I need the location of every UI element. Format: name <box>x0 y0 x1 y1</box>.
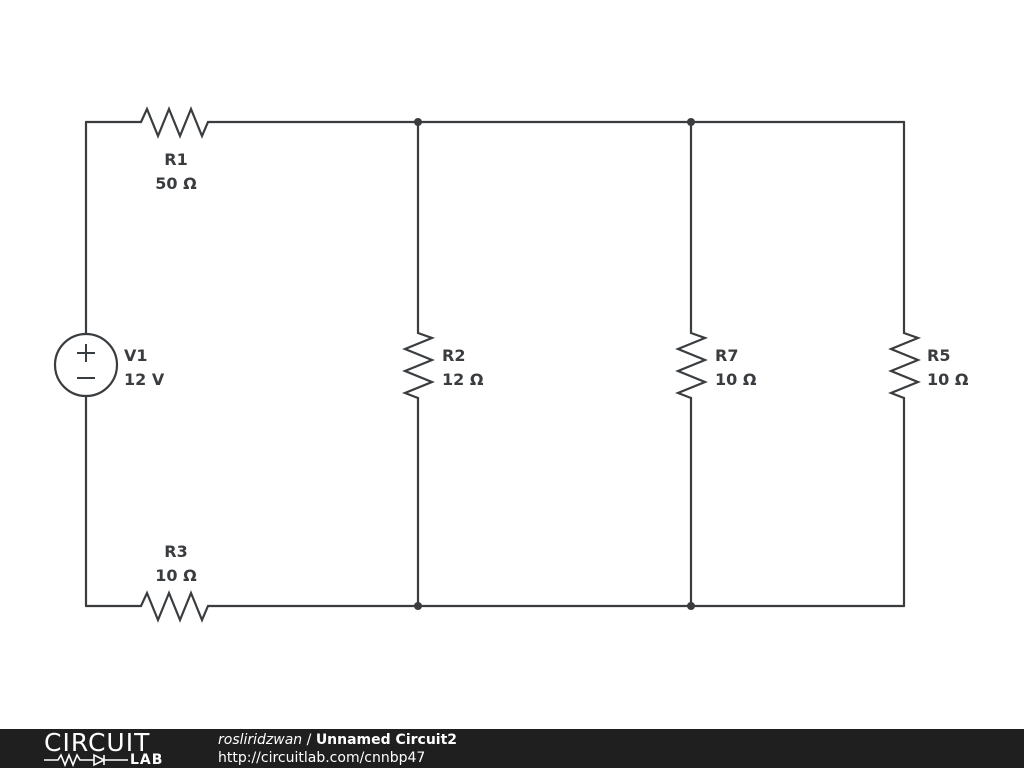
logo-text-circuit: CIRCUIT <box>44 728 151 757</box>
circuit-schematic: R1 50 Ω R3 10 Ω V1 12 V R2 12 Ω R7 10 Ω … <box>53 106 969 623</box>
junction-dot <box>414 118 422 126</box>
author-link[interactable]: rosliridzwan <box>218 732 303 748</box>
junction-dot <box>687 118 695 126</box>
resistor-r7[interactable] <box>675 328 709 400</box>
r1-name-label: R1 <box>164 150 187 169</box>
r5-value-label: 10 Ω <box>927 370 969 389</box>
resistor-r5[interactable] <box>888 328 922 400</box>
junction-dot <box>687 602 695 610</box>
r3-value-label: 10 Ω <box>155 566 197 585</box>
r1-value-label: 50 Ω <box>155 174 197 193</box>
circuitlab-logo[interactable]: CIRCUIT LAB <box>44 728 174 768</box>
circuit-byline: rosliridzwan / Unnamed Circuit2 <box>218 731 457 749</box>
resistor-r2[interactable] <box>402 328 436 400</box>
circuit-title[interactable]: Unnamed Circuit2 <box>315 732 458 748</box>
r2-value-label: 12 Ω <box>442 370 484 389</box>
byline-separator: / <box>302 732 316 748</box>
wires <box>84 120 906 608</box>
r7-value-label: 10 Ω <box>715 370 757 389</box>
plus-sign-icon <box>77 344 95 362</box>
v1-value-label: 12 V <box>124 370 165 389</box>
junction-dot <box>414 602 422 610</box>
resistor-r3[interactable] <box>139 590 214 623</box>
r7-name-label: R7 <box>715 346 738 365</box>
circuit-url[interactable]: http://circuitlab.com/cnnbp47 <box>218 750 426 766</box>
voltage-source-circle <box>53 332 119 398</box>
footer-bar: CIRCUIT LAB rosliridzwan / Unnamed Circu… <box>0 729 1024 768</box>
r5-name-label: R5 <box>927 346 950 365</box>
circuit-meta: rosliridzwan / Unnamed Circuit2 http://c… <box>218 731 457 767</box>
resistor-r1[interactable] <box>139 106 214 139</box>
logo-text-lab: LAB <box>130 752 164 768</box>
voltage-source-v1[interactable] <box>53 332 119 398</box>
v1-name-label: V1 <box>124 346 148 365</box>
r2-name-label: R2 <box>442 346 465 365</box>
resistor-diode-icon <box>44 753 128 767</box>
r3-name-label: R3 <box>164 542 187 561</box>
